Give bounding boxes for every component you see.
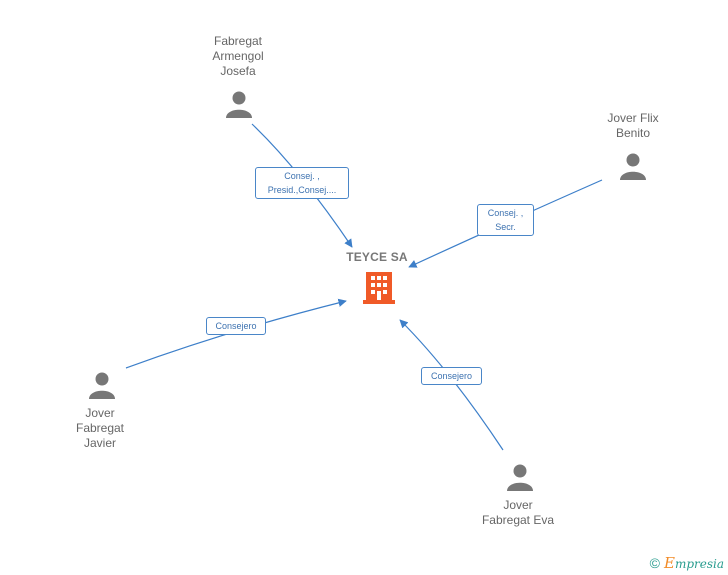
person-icon[interactable]	[506, 463, 534, 491]
person-icon[interactable]	[225, 90, 253, 118]
building-icon[interactable]	[363, 270, 395, 304]
footer-credit: © Empresia	[650, 554, 724, 572]
edge-label-role[interactable]: Consejero	[421, 367, 482, 385]
person-name-jover-flix-benito[interactable]: Jover Flix Benito	[607, 111, 659, 140]
brand-logo: Empresia	[663, 554, 724, 572]
person-icon[interactable]	[88, 371, 116, 399]
person-name-jover-fabregat-eva[interactable]: Jover Fabregat Eva	[481, 498, 555, 527]
person-name-jover-fabregat-javier[interactable]: Jover Fabregat Javier	[75, 406, 125, 450]
copyright-icon: ©	[649, 555, 660, 571]
edge-p4-to-company	[399, 319, 504, 451]
edge-label-role[interactable]: Consejero	[206, 317, 266, 335]
edge-label-role[interactable]: Consej. , Secr.	[477, 204, 534, 236]
person-icon[interactable]	[619, 152, 647, 180]
edge-label-role[interactable]: Consej. , Presid.,Consej....	[255, 167, 349, 199]
person-name-fabregat-armengol-josefa[interactable]: Fabregat Armengol Josefa	[212, 34, 264, 78]
company-name[interactable]: TEYCE SA	[346, 250, 408, 264]
